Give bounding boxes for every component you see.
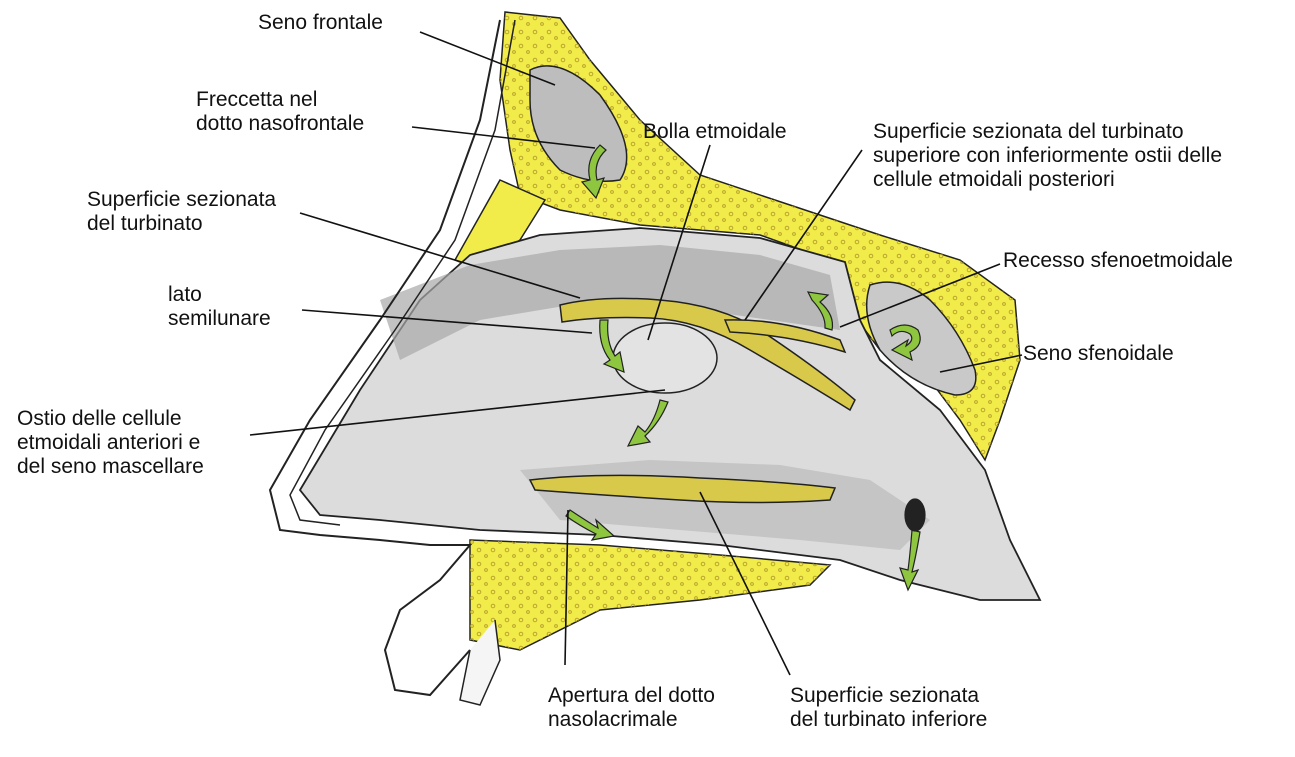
nasolacrimal-arrow [565,509,616,541]
palate-bone-dots [470,540,830,650]
leader-lato [301,309,593,334]
label-sup-turb-superiore: Superficie sezionata del turbinato super… [873,120,1223,191]
label-seno-sfenoidale: Seno sfenoidale [1023,342,1174,365]
leader-ostio [249,389,666,436]
leader-sup-turb-superiore [744,149,863,321]
ethmoid-bulla [612,322,718,394]
lip-outline [459,619,501,706]
hiatus-arrow [599,319,625,373]
inferior-turbinate [528,474,837,504]
label-ostio: Ostio delle cellule etmoidali anteriori … [17,407,204,478]
sphenoid-sinus [865,281,977,396]
label-bolla: Bolla etmoidale [643,120,787,143]
sphenoid-arrow [889,324,921,362]
leader-apertura [564,509,569,666]
leader-bolla [647,144,711,341]
leader-sup-turbinato [299,212,581,299]
leader-recesso [839,263,1001,328]
sphenoethmoid-arrow [806,291,834,331]
nose-inner-outline [289,19,516,526]
superior-turbinate [723,319,847,354]
leader-seno-frontale [419,31,556,86]
label-apertura: Apertura del dotto nasolacrimale [548,684,715,731]
label-lato: lato semilunare [168,283,271,330]
leader-sup-turb-inferiore [699,491,791,676]
label-sup-turb-inferiore: Superficie sezionata del turbinato infer… [790,684,988,731]
arrows [565,144,926,592]
label-recesso: Recesso sfenoetmoidale [1003,249,1233,272]
eustachian-opening [904,498,926,532]
frontal-duct-arrow [580,144,607,200]
leader-freccetta [411,126,596,149]
maxillary-arrow [626,399,669,447]
leader-lines [249,31,1023,676]
label-sup-turbinato: Superficie sezionata del turbinato [87,188,277,235]
nose-outline [268,19,501,697]
eustachian-arrow [899,529,921,592]
cavity-shadow [380,245,840,360]
label-seno-frontale: Seno frontale [258,11,383,34]
leader-seno-sfenoidale [939,354,1023,373]
label-freccetta: Freccetta nel dotto nasofrontale [196,88,365,135]
